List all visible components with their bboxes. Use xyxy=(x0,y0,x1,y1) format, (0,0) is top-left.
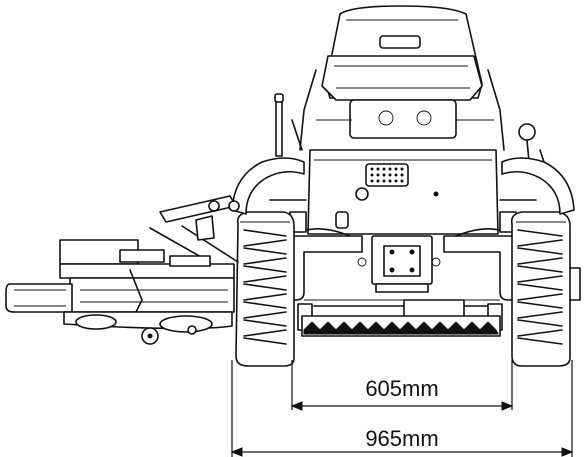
left-rear-tire xyxy=(235,211,295,367)
inner-width-label: 605mm xyxy=(365,376,438,401)
fenders xyxy=(231,157,575,215)
seat xyxy=(321,5,483,101)
outer-width-label: 965mm xyxy=(365,426,438,451)
vent-grille xyxy=(365,163,409,187)
dimension-inner: 605mm xyxy=(290,360,514,411)
hitch-plate xyxy=(357,235,441,293)
main-body xyxy=(307,149,499,235)
dimension-outer: 965mm xyxy=(230,360,574,457)
rear-deck-teeth xyxy=(301,315,501,337)
seat-support xyxy=(299,69,505,151)
right-rear-tire xyxy=(510,211,581,367)
side-deck xyxy=(5,195,240,345)
left-lever xyxy=(274,93,303,157)
